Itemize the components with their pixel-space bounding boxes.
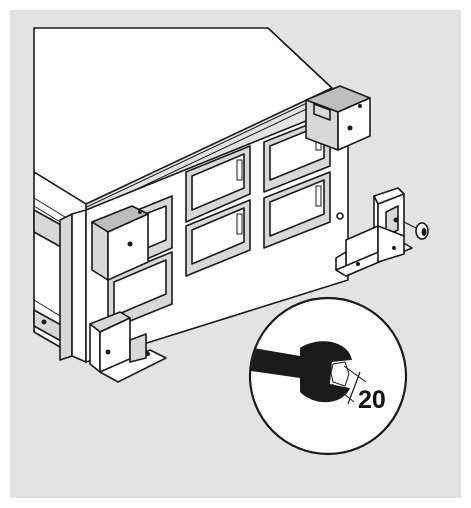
bracket-hole: [393, 217, 399, 223]
front-post-left: [59, 213, 73, 361]
drive-bay: [185, 145, 251, 223]
screw-hex-socket: [421, 228, 427, 236]
wrench-callout: 20: [248, 296, 408, 456]
screw-shaft: [403, 221, 417, 229]
side-screw: [41, 319, 47, 325]
corner-mount-block: [305, 85, 371, 151]
dimension-line: [347, 371, 361, 405]
front-post-right: [71, 209, 87, 363]
wrench-size-label: 20: [358, 386, 386, 414]
chassis-top-face: [33, 27, 333, 205]
corner-mount-block: [91, 205, 149, 281]
bracket-slot: [385, 205, 399, 237]
bracket-hole: [392, 246, 396, 250]
equipment-chassis-icon: [33, 27, 371, 383]
foot-bracket: [89, 311, 167, 383]
chassis-top-rim: [267, 27, 341, 97]
screw-icon: [403, 221, 429, 240]
front-face-hole: [336, 212, 344, 220]
drive-bay: [263, 171, 331, 249]
bracket-hole: [356, 262, 360, 266]
chassis-top-edge-inner: [75, 93, 327, 213]
open-end-wrench-icon: [251, 341, 352, 403]
dimension-extension: [343, 365, 367, 383]
mounting-bracket-icon: [335, 187, 413, 277]
drive-bay: [185, 199, 251, 277]
side-rail-line: [33, 197, 71, 221]
bracket-inner-wall: [377, 225, 405, 263]
